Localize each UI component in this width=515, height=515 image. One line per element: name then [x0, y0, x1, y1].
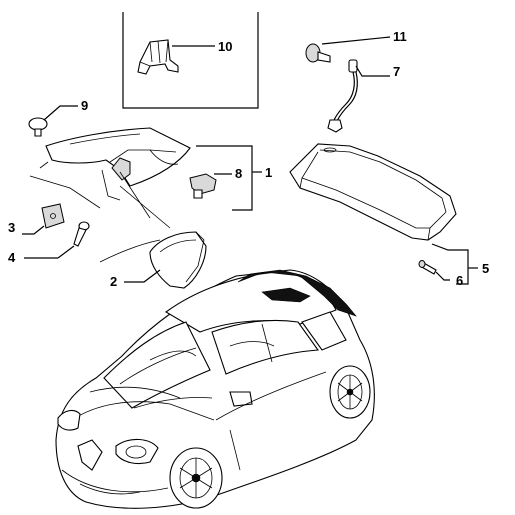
callout-3: 3	[8, 220, 15, 235]
callout-8: 8	[235, 166, 242, 181]
part-8-clip	[189, 173, 217, 199]
leader-11	[321, 36, 391, 45]
callout-6: 6	[456, 273, 463, 288]
part-4-screw	[73, 221, 90, 247]
callout-9: 9	[81, 98, 88, 113]
callout-7: 7	[393, 64, 400, 79]
part-10-bracket	[137, 39, 179, 75]
trim-outline-lines	[29, 161, 151, 219]
bracket-5	[431, 243, 469, 285]
part-3-plate	[41, 203, 65, 229]
callout-1: 1	[265, 165, 272, 180]
callout-10: 10	[218, 39, 232, 54]
rear-wheel	[329, 365, 371, 419]
part-9-clip	[28, 117, 48, 137]
leader-6	[435, 271, 450, 281]
callout-4: 4	[8, 250, 16, 265]
leader-2	[124, 269, 161, 283]
part-6-pin	[418, 260, 437, 275]
leader-7	[355, 65, 390, 77]
callout-2: 2	[110, 274, 117, 289]
leader-4-a	[57, 245, 75, 259]
callout-11: 11	[393, 29, 407, 44]
part-5-parcel-shelf	[289, 143, 457, 241]
trim-outline-line-3	[119, 185, 171, 229]
inset-box	[122, 12, 259, 109]
part-11-pin	[305, 43, 331, 63]
part-1-trim-panel	[45, 127, 191, 187]
callout-5: 5	[482, 261, 489, 276]
trim-outline-line-4	[99, 239, 161, 263]
trim-outline-lines-2	[101, 169, 121, 201]
car-illustration	[55, 269, 375, 509]
bracket-1	[196, 145, 253, 211]
front-wheel	[169, 447, 223, 509]
leader-9	[43, 105, 78, 121]
leader-3	[22, 225, 45, 235]
part-7-strap	[327, 59, 358, 133]
